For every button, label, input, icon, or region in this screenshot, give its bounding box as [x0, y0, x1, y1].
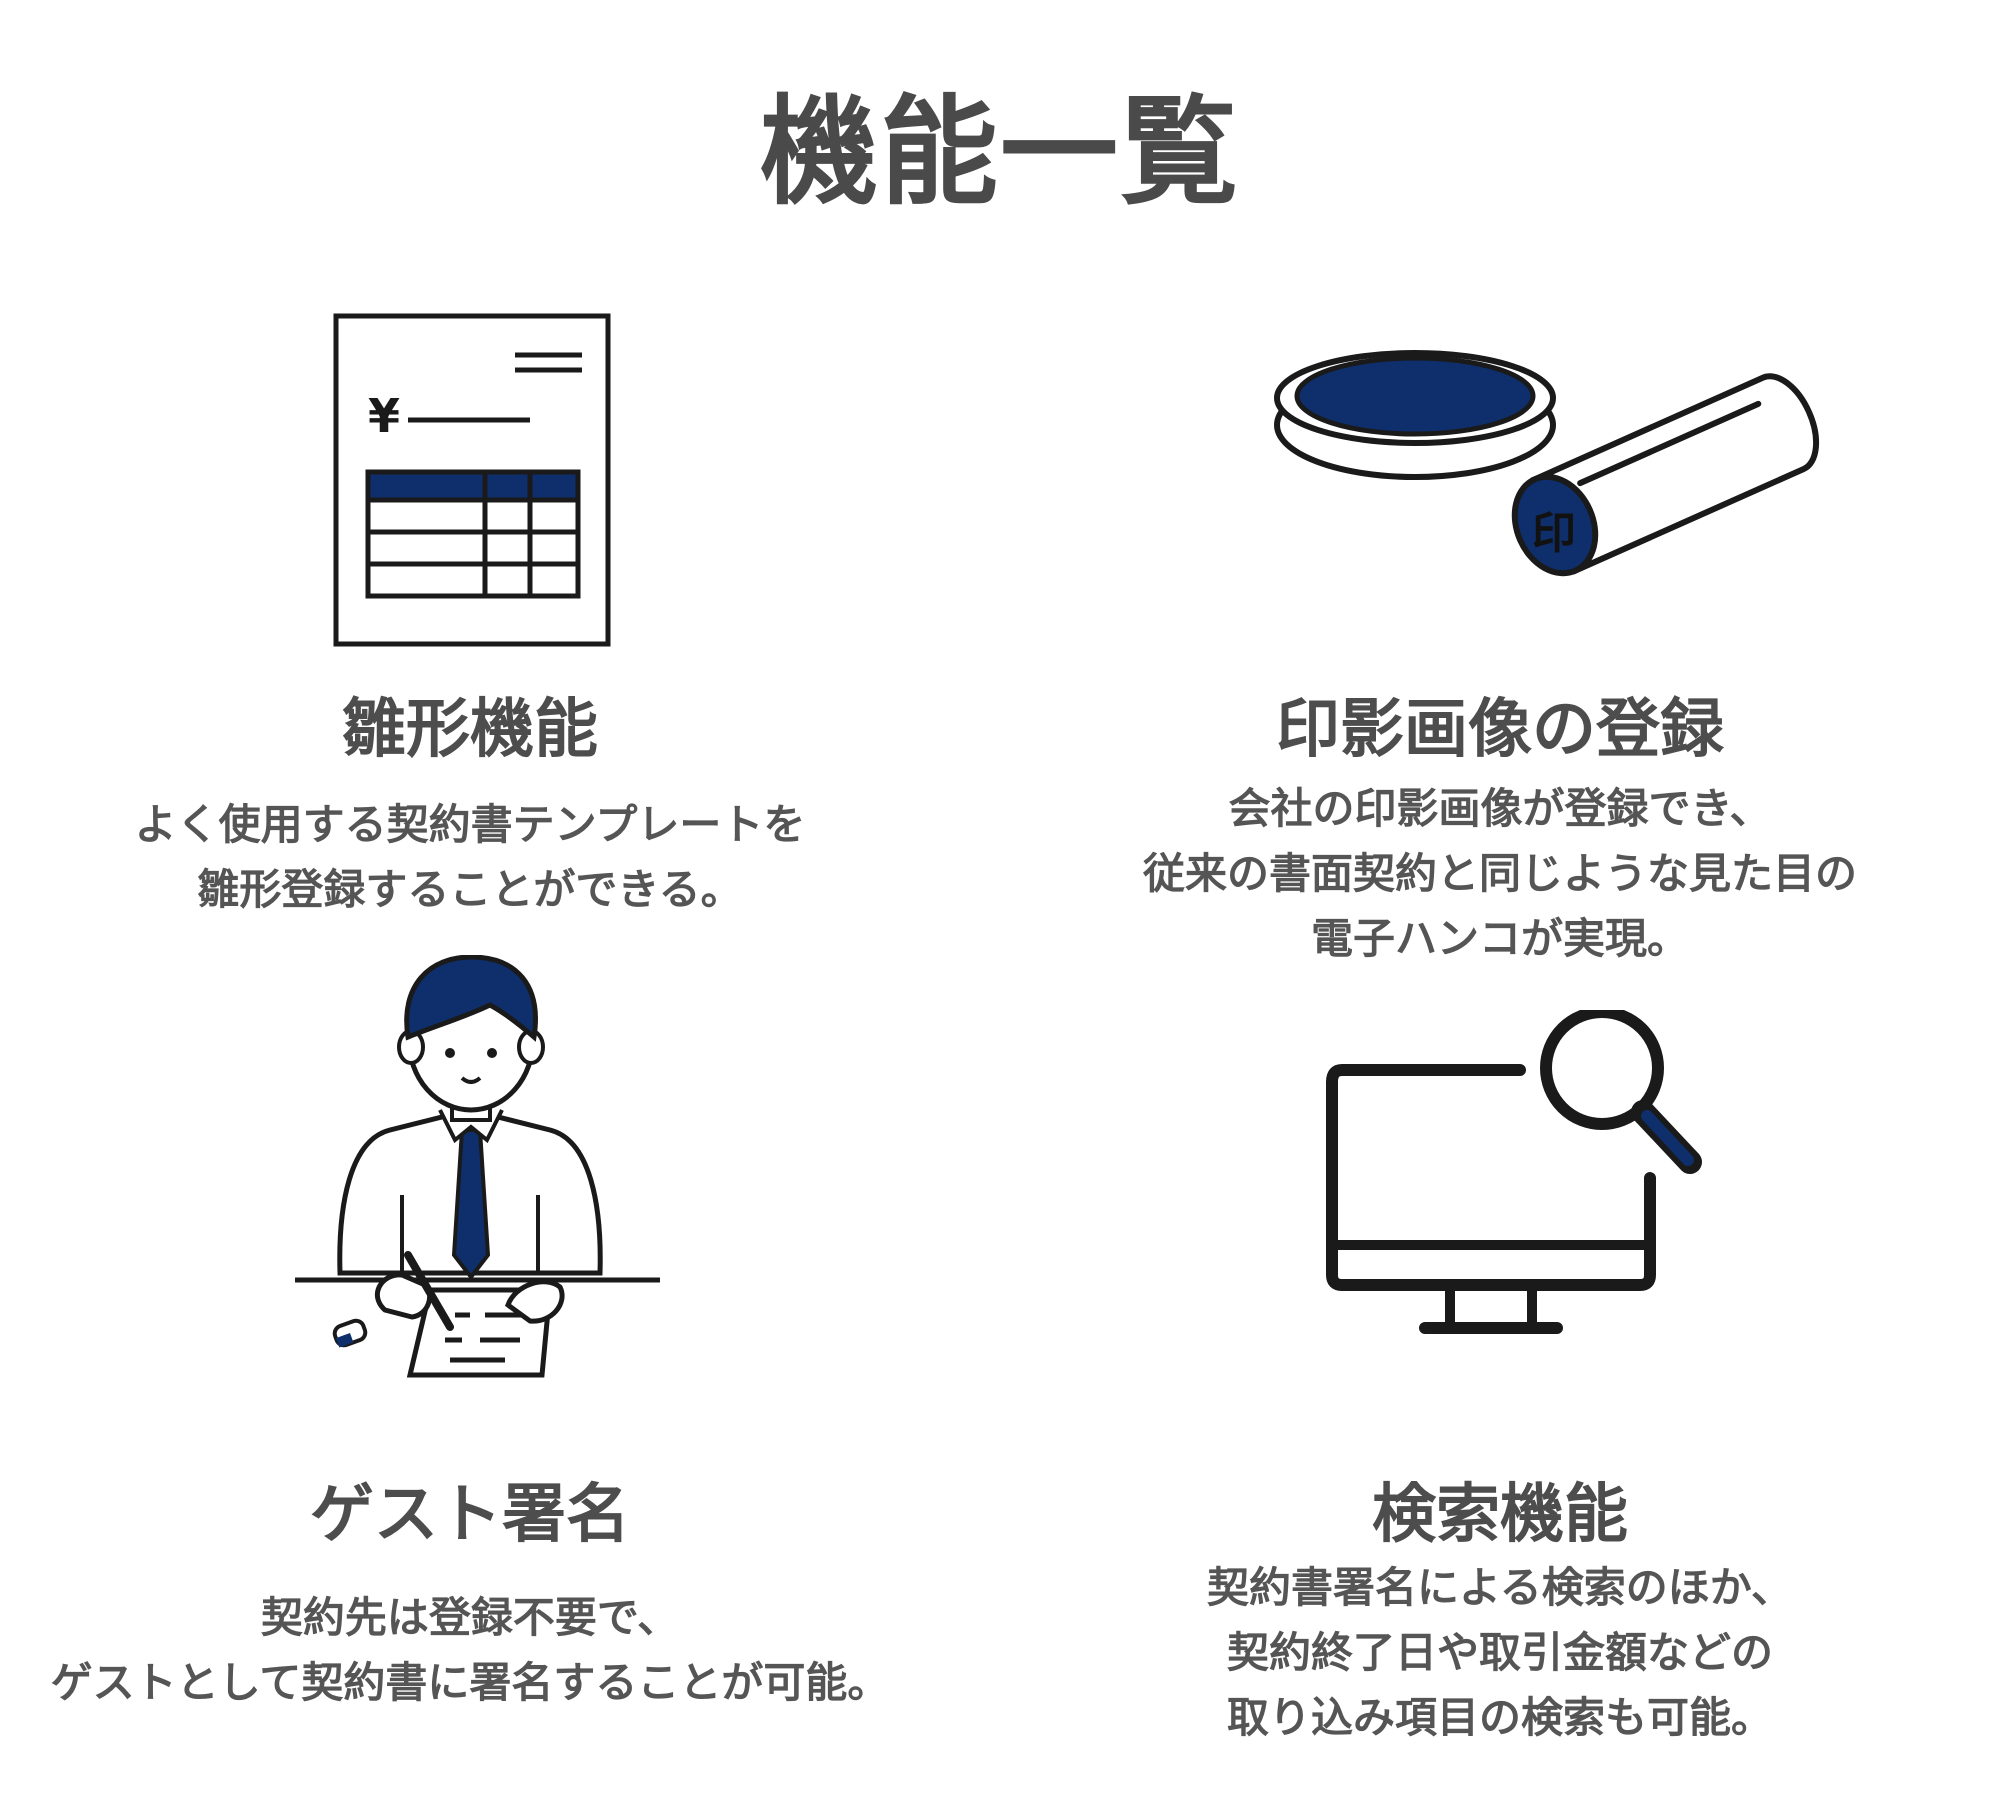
feature-title-template: 雛形機能: [342, 693, 598, 767]
feature-title-search: 検索機能: [1372, 1478, 1628, 1552]
person-signing-icon: [295, 955, 660, 1378]
description-line: ゲストとして契約書に署名することが可能。: [50, 1658, 890, 1707]
feature-title-guest-signature: ゲスト署名: [310, 1478, 630, 1552]
description-line: よく使用する契約書テンプレートを: [134, 800, 806, 849]
svg-text:¥: ¥: [368, 389, 400, 443]
feature-description-template: よく使用する契約書テンプレートを 雛形登録することができる。: [80, 792, 860, 922]
description-line: 電子ハンコが実現。: [1310, 914, 1689, 963]
description-line: 雛形登録することができる。: [197, 865, 743, 914]
feature-description-search: 契約書署名による検索のほか、 契約終了日や取引金額などの 取り込み項目の検索も可…: [1110, 1555, 1890, 1750]
monitor-search-icon: [1326, 1010, 1702, 1334]
invoice-document-icon: ¥: [333, 313, 611, 647]
description-line: 契約書署名による検索のほか、: [1207, 1563, 1793, 1612]
description-line: 会社の印影画像が登録でき、: [1228, 784, 1772, 833]
feature-description-seal: 会社の印影画像が登録でき、 従来の書面契約と同じような見た目の 電子ハンコが実現…: [1110, 776, 1890, 971]
seal-stamp-icon: 印: [1274, 350, 1820, 577]
feature-title-seal: 印影画像の登録: [1276, 693, 1724, 767]
feature-description-guest-signature: 契約先は登録不要で、 ゲストとして契約書に署名することが可能。: [30, 1585, 910, 1715]
description-line: 契約先は登録不要で、: [260, 1593, 680, 1642]
description-line: 取り込み項目の検索も可能。: [1226, 1693, 1773, 1742]
description-line: 従来の書面契約と同じような見た目の: [1142, 849, 1857, 898]
description-line: 契約終了日や取引金額などの: [1226, 1628, 1773, 1677]
svg-text:印: 印: [1532, 508, 1576, 559]
page-title: 機能一覧: [759, 83, 1240, 221]
